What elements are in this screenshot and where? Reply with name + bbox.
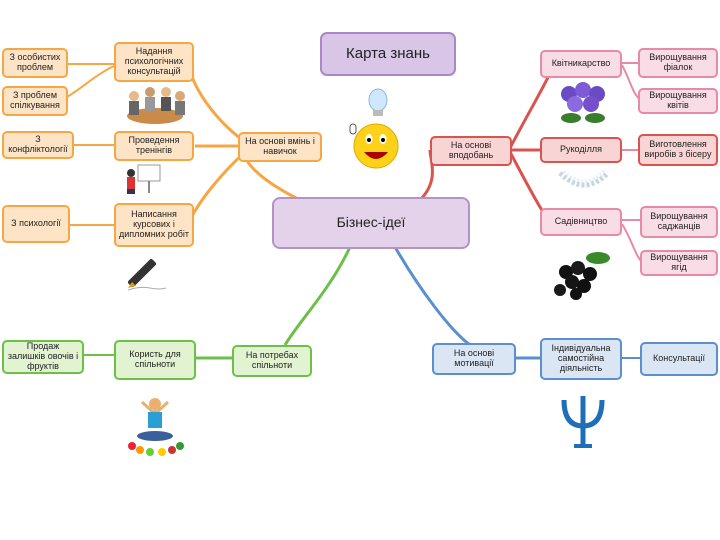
connector	[188, 69, 246, 144]
violets-illustration	[561, 82, 605, 123]
branch-skills: На основі вмінь і навичок	[238, 132, 322, 162]
item-trainings: Проведення тренінгів	[114, 131, 194, 161]
pen-illustration	[127, 258, 167, 291]
lightbulb-smiley-illustration	[349, 88, 399, 169]
item-gardening: Садівництво	[540, 208, 622, 236]
connector	[64, 65, 115, 99]
item-handicraft: Рукоділля	[540, 137, 622, 163]
beads-illustration	[558, 169, 610, 188]
meditation-illustration	[128, 398, 184, 456]
item-individual-activity: Індивідуальна самостійна діяльність	[540, 338, 622, 380]
leaf-flowers: Вирощування квітів	[638, 88, 718, 114]
leaf-beadwork: Виготовлення виробів з бісеру	[638, 134, 718, 166]
berries-illustration	[554, 252, 610, 300]
leaf-personal-problems: З особистих проблем	[2, 48, 68, 78]
training-illustration	[127, 164, 161, 194]
connector	[393, 246, 471, 347]
branch-motivation: На основі мотивації	[432, 343, 516, 375]
branch-hobbies: На основі вподобань	[430, 136, 512, 166]
leaf-violets: Вирощування фіалок	[638, 48, 718, 78]
connector	[283, 246, 352, 346]
branch-community: На потребах спільноти	[232, 345, 312, 377]
leaf-consultations: Консультації	[640, 342, 718, 376]
leaf-berries: Вирощування ягід	[640, 250, 718, 276]
leaf-conflictology: З конфліктології	[2, 131, 74, 159]
center-node: Бізнес-ідеї	[272, 197, 470, 249]
item-floriculture: Квітникарство	[540, 50, 622, 78]
connector	[188, 150, 247, 221]
item-consultations: Надання психологічних консультацій	[114, 42, 194, 82]
leaf-produce-sale: Продаж залишків овочів і фруктів	[2, 340, 84, 374]
leaf-seedlings: Вирощування саджанців	[640, 206, 718, 238]
connector	[621, 223, 643, 263]
leaf-psychology: З психології	[2, 205, 70, 243]
item-community-benefit: Користь для спільноти	[114, 340, 196, 380]
leaf-communication-problems: З проблем спілкування	[2, 86, 68, 116]
meeting-illustration	[127, 87, 185, 124]
map-title: Карта знань	[320, 32, 456, 76]
psi-symbol	[561, 396, 605, 448]
item-coursework: Написання курсових і дипломних робіт	[114, 203, 194, 247]
connector	[508, 151, 547, 216]
connector	[508, 66, 555, 149]
